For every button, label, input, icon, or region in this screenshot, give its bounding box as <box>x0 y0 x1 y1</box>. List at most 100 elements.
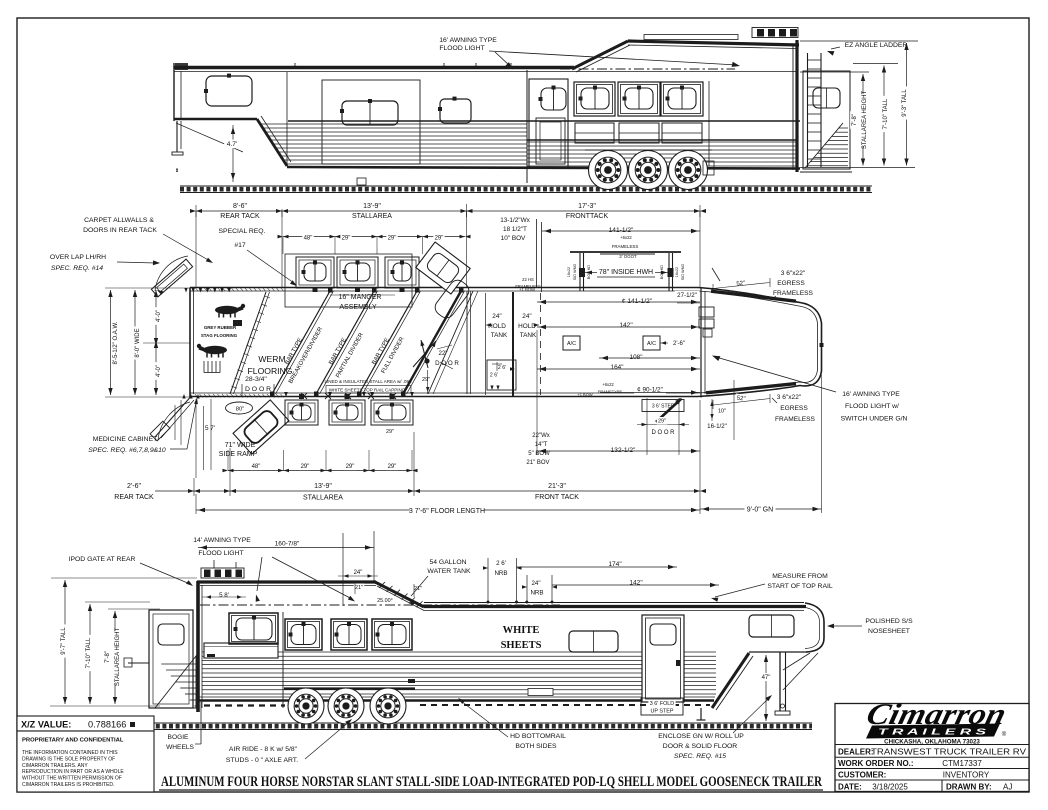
svg-text:®: ® <box>1002 731 1007 738</box>
svg-text:DATE:: DATE: <box>838 782 862 791</box>
svg-text:WORK ORDER NO.:: WORK ORDER NO.: <box>838 759 914 768</box>
svg-text:2'-6": 2'-6" <box>127 483 141 490</box>
svg-text:SIDE RAMP: SIDE RAMP <box>219 451 258 458</box>
svg-text:FRAMELESS: FRAMELESS <box>773 290 814 297</box>
svg-text:48": 48" <box>304 235 313 241</box>
svg-text:5 8': 5 8' <box>219 592 229 599</box>
svg-text:13'-9": 13'-9" <box>314 483 332 490</box>
svg-text:BOV KD: BOV KD <box>587 265 591 280</box>
svg-text:29": 29" <box>422 377 430 383</box>
svg-text:2'-6": 2'-6" <box>673 341 685 347</box>
svg-text:3 6' FOLD: 3 6' FOLD <box>650 701 675 707</box>
svg-text:4'-0": 4'-0" <box>156 365 162 377</box>
svg-text:MEDICINE CABINET: MEDICINE CABINET <box>93 436 158 443</box>
svg-text:SPEC. REQ. #14: SPEC. REQ. #14 <box>51 265 103 272</box>
svg-text:21": 21" <box>355 585 363 591</box>
svg-text:142": 142" <box>619 322 633 329</box>
svg-text:3/18/2025: 3/18/2025 <box>872 782 908 791</box>
svg-text:174": 174" <box>608 561 622 568</box>
svg-text:NOSESHEET: NOSESHEET <box>868 628 910 635</box>
svg-text:WERM: WERM <box>258 354 285 364</box>
svg-text:SPEC. REQ. #15: SPEC. REQ. #15 <box>674 753 726 760</box>
svg-text:STAG FLOORING: STAG FLOORING <box>201 333 238 338</box>
svg-text:78" INSIDE HWH: 78" INSIDE HWH <box>599 269 653 276</box>
svg-text:x: x <box>294 62 297 68</box>
svg-text:52": 52" <box>736 281 745 288</box>
svg-text:16" MANGER: 16" MANGER <box>339 294 382 301</box>
svg-text:29": 29" <box>301 464 310 470</box>
svg-text:48": 48" <box>252 464 261 470</box>
svg-text:DOORS IN REAR TACK: DOORS IN REAR TACK <box>83 227 157 234</box>
svg-text:FRAMETYPE: FRAMETYPE <box>598 389 623 394</box>
svg-text:SHEETS: SHEETS <box>501 640 542 651</box>
svg-text:EGRESS: EGRESS <box>780 405 808 412</box>
svg-text:21": 21" <box>414 586 422 592</box>
svg-text:16x22: 16x22 <box>675 267 679 277</box>
svg-text:29": 29" <box>388 235 397 241</box>
svg-text:CIMARRON TRAILERS. ANY: CIMARRON TRAILERS. ANY <box>22 763 88 769</box>
svg-text:x: x <box>510 62 513 68</box>
svg-text:71" WIDE: 71" WIDE <box>225 442 256 449</box>
svg-text:DRAWN BY:: DRAWN BY: <box>946 782 992 791</box>
svg-text:SID WND: SID WND <box>573 264 577 281</box>
svg-text:DOOR & SOLID FLOOR: DOOR & SOLID FLOOR <box>663 743 737 750</box>
svg-text:STUDS - 0 " AXLE ART.: STUDS - 0 " AXLE ART. <box>226 757 298 764</box>
svg-text:WITHOUT THE WRITTEN PERMISSION: WITHOUT THE WRITTEN PERMISSION OF <box>22 776 122 782</box>
svg-text:54 GALLON: 54 GALLON <box>429 559 466 566</box>
svg-text:29": 29" <box>388 464 397 470</box>
svg-text:x: x <box>475 62 478 68</box>
svg-text:5 7': 5 7' <box>205 425 215 432</box>
svg-text:7'-8": 7'-8" <box>852 114 858 126</box>
svg-text:ENCLOSE GN W/ ROLL UP: ENCLOSE GN W/ ROLL UP <box>658 733 744 740</box>
svg-text:#17: #17 <box>234 242 246 249</box>
svg-text:14"T: 14"T <box>535 442 548 448</box>
svg-text:5" BOW: 5" BOW <box>528 451 550 457</box>
svg-text:HOLD: HOLD <box>518 323 536 330</box>
svg-text:D O O R: D O O R <box>245 386 271 393</box>
svg-text:8'-6": 8'-6" <box>233 203 247 210</box>
svg-text:SPECIAL REQ.: SPECIAL REQ. <box>219 228 266 235</box>
svg-text:+1 BOW: +1 BOW <box>519 287 535 292</box>
svg-text:3 6"x22": 3 6"x22" <box>777 394 802 401</box>
svg-text:SWITCH UNDER G/N: SWITCH UNDER G/N <box>841 416 908 423</box>
svg-text:LINED & INSULATED STALL AREA w: LINED & INSULATED STALL AREA w/ .090 <box>325 379 412 384</box>
svg-text:4.7': 4.7' <box>227 141 237 148</box>
svg-text:164": 164" <box>611 364 624 371</box>
svg-text:3' OGOT: 3' OGOT <box>619 254 637 259</box>
svg-text:¢ 90-1/2": ¢ 90-1/2" <box>637 387 663 394</box>
svg-text:TANK: TANK <box>520 332 537 339</box>
svg-text:ASSEMBLY: ASSEMBLY <box>339 304 377 311</box>
svg-text:A/C: A/C <box>647 341 656 347</box>
svg-text:THE INFORMATION CONTAINED IN T: THE INFORMATION CONTAINED IN THIS <box>22 750 118 756</box>
svg-text:47": 47" <box>762 675 771 681</box>
svg-text:BOGIE: BOGIE <box>168 734 189 741</box>
svg-text:9'-7" TALL: 9'-7" TALL <box>61 627 67 655</box>
svg-text:CTM17337: CTM17337 <box>942 759 982 768</box>
svg-text:16' AWNING TYPE: 16' AWNING TYPE <box>439 37 497 44</box>
svg-text:STALLAREA: STALLAREA <box>352 213 392 220</box>
svg-text:NRB: NRB <box>530 590 543 597</box>
svg-text:FRONT TACK: FRONT TACK <box>535 494 579 501</box>
svg-text:22": 22" <box>438 350 447 357</box>
svg-text:24": 24" <box>492 313 501 320</box>
svg-text:80": 80" <box>236 407 245 413</box>
svg-text:52": 52" <box>736 396 745 403</box>
svg-text:REAR TACK: REAR TACK <box>220 213 260 220</box>
svg-text:MEASURE FROM: MEASURE FROM <box>772 573 828 580</box>
svg-text:13-1/2"Wx: 13-1/2"Wx <box>500 217 530 224</box>
svg-text:2 6': 2 6' <box>490 373 498 379</box>
svg-text:13'-9": 13'-9" <box>363 203 381 210</box>
svg-text:PROPRIETARY AND CONFIDENTIAL: PROPRIETARY AND CONFIDENTIAL <box>22 738 124 744</box>
svg-text:7'-10" TALL: 7'-10" TALL <box>86 637 92 668</box>
svg-text:+6x22: +6x22 <box>620 235 632 240</box>
svg-text:REAR TACK: REAR TACK <box>114 494 154 501</box>
svg-text:18 1/2"T: 18 1/2"T <box>503 226 527 233</box>
svg-text:SID WND: SID WND <box>681 264 685 281</box>
svg-text:FLOOD LIGHT: FLOOD LIGHT <box>198 550 243 557</box>
svg-text:EZ ANGLE LADDER: EZ ANGLE LADDER <box>845 42 908 49</box>
svg-text:DRAWING IS THE SOLE PROPERTY O: DRAWING IS THE SOLE PROPERTY OF <box>22 756 115 762</box>
svg-text:FRONTTACK: FRONTTACK <box>566 213 609 220</box>
svg-text:UP STEP: UP STEP <box>651 709 674 715</box>
svg-text:9'-0" GN: 9'-0" GN <box>747 507 773 514</box>
svg-text:29": 29" <box>342 235 351 241</box>
